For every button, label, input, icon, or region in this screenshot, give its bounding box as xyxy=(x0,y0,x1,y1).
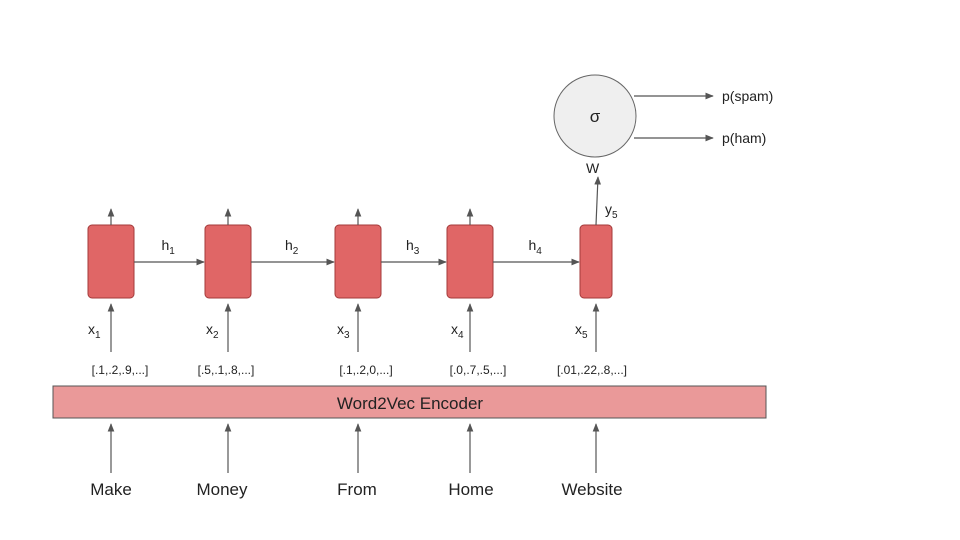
encoder-label: Word2Vec Encoder xyxy=(337,394,483,413)
word-label: Website xyxy=(561,480,622,499)
weight-label: W xyxy=(586,160,600,176)
output-arrow-y5 xyxy=(594,176,602,226)
sigmoid-node xyxy=(553,74,637,158)
sigmoid-symbol: σ xyxy=(590,107,601,126)
rnn-cell xyxy=(446,224,494,299)
hidden-state-label: h4 xyxy=(529,237,543,257)
input-label: x1 xyxy=(88,321,101,341)
input-label: x4 xyxy=(451,321,464,341)
embedding-vector: [.1,.2,.9,...] xyxy=(92,363,149,377)
output-ham-label: p(ham) xyxy=(722,130,766,146)
word-label: Money xyxy=(196,480,248,499)
input-label: x5 xyxy=(575,321,588,341)
hidden-state-label: h2 xyxy=(285,237,299,257)
word-label: Make xyxy=(90,480,132,499)
input-label: x2 xyxy=(206,321,219,341)
word-label: Home xyxy=(448,480,493,499)
word-label: From xyxy=(337,480,377,499)
embedding-vector: [.0,.7,.5,...] xyxy=(450,363,507,377)
input-label: x3 xyxy=(337,321,350,341)
word2vec-encoder xyxy=(52,385,767,419)
embedding-vector: [.1,.2,0,...] xyxy=(339,363,392,377)
embedding-vector: [.01,.22,.8,...] xyxy=(557,363,627,377)
rnn-cell xyxy=(204,224,252,299)
hidden-state-label: h3 xyxy=(406,237,420,257)
hidden-state-label: h1 xyxy=(162,237,176,257)
rnn-cell xyxy=(334,224,382,299)
rnn-cell xyxy=(579,224,613,299)
embedding-vector: [.5,.1,.8,...] xyxy=(198,363,255,377)
rnn-cell xyxy=(87,224,135,299)
output-label-y: y5 xyxy=(605,201,618,221)
output-spam-label: p(spam) xyxy=(722,88,773,104)
